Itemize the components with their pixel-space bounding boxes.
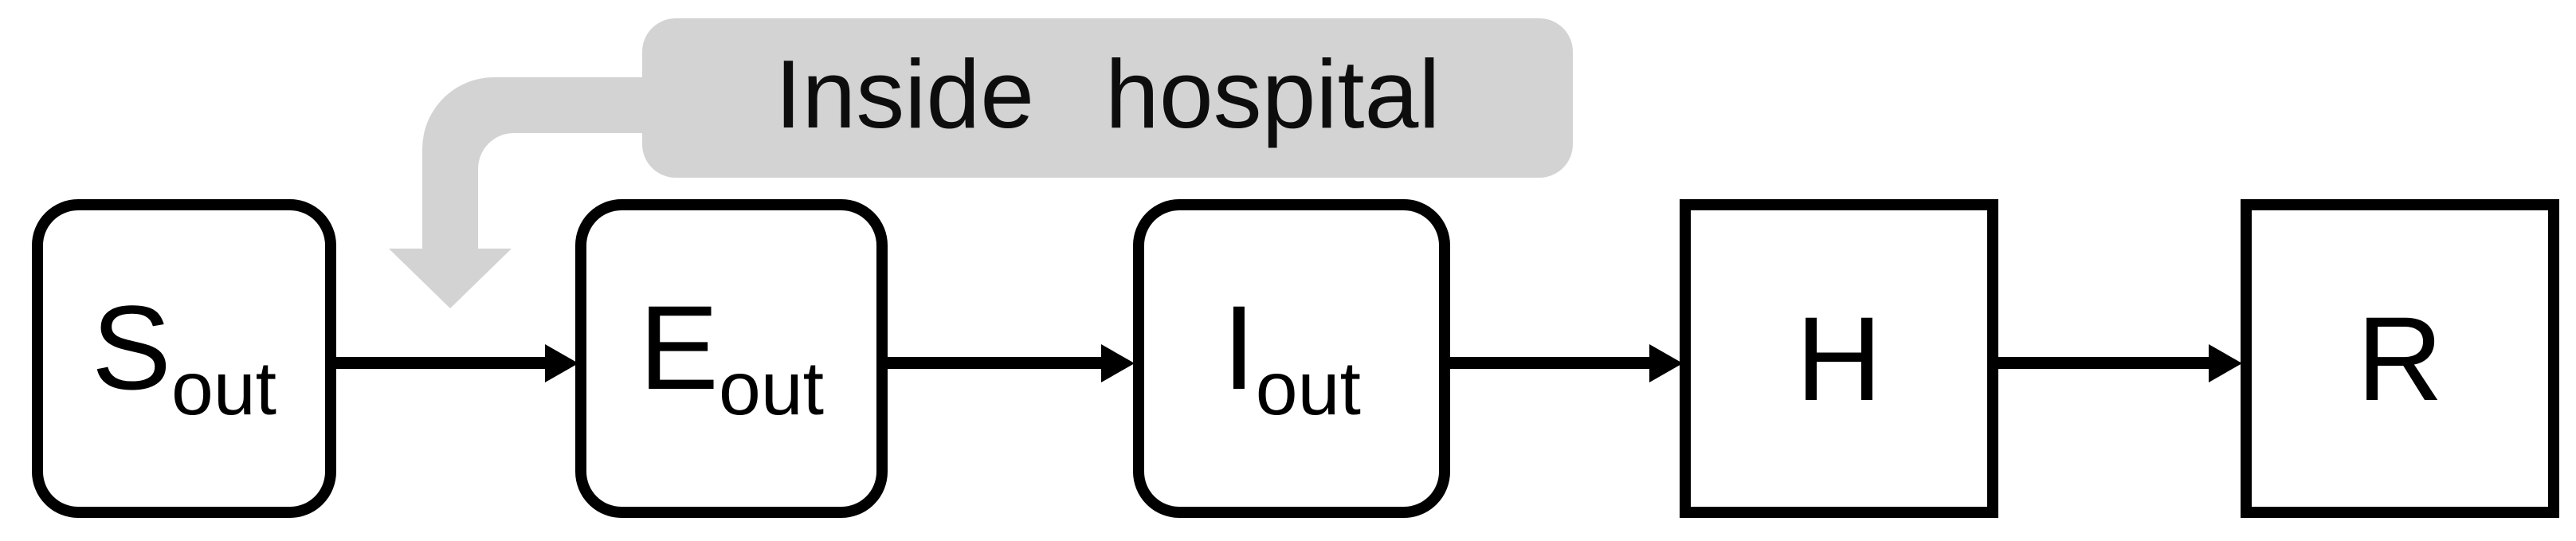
node-e-out-label: Eout [638,280,825,431]
arrow-right-head-icon [2209,344,2242,382]
arrow-right-head-icon [1649,344,1683,382]
node-i-out-subscript: out [1255,346,1361,431]
node-r-label: R [2356,291,2444,425]
arrow-right-head-icon [545,344,578,382]
arrow-shaft [335,357,547,369]
node-i-out: Iout [1133,199,1450,518]
node-s-out-label: Sout [91,280,277,431]
arrow-shaft [1449,357,1651,369]
node-e-out-subscript: out [718,346,825,431]
inside-hospital-banner: Inside hospital [642,18,1573,178]
arrow-shaft [1997,357,2210,369]
arrow-shaft [884,357,1103,369]
arrow-right-head-icon [1101,344,1135,382]
node-s-out: Sout [32,199,336,518]
node-r: R [2241,199,2559,518]
node-h: H [1680,199,1998,518]
node-e-out: Eout [575,199,888,518]
banner-label: Inside hospital [774,40,1441,148]
node-i-out-label: Iout [1222,280,1361,431]
node-s-out-subscript: out [171,346,277,431]
banner-bent-down-arrow-icon [389,77,642,308]
node-h-label: H [1795,291,1883,425]
